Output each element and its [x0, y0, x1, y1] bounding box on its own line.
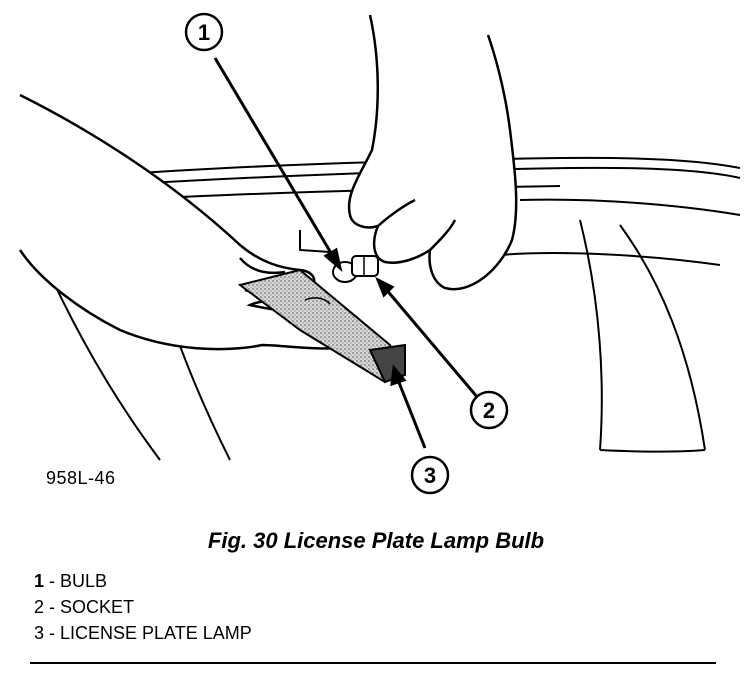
legend-label: LICENSE PLATE LAMP — [60, 623, 252, 643]
legend-item-license-plate-lamp: 3 - LICENSE PLATE LAMP — [34, 620, 252, 646]
legend-separator: - — [44, 623, 61, 643]
bottom-divider — [30, 662, 716, 664]
legend-separator: - — [44, 597, 61, 617]
leader-line-1 — [213, 57, 343, 273]
legend-item-bulb: 1 - BULB — [34, 568, 252, 594]
legend-item-socket: 2 - SOCKET — [34, 594, 252, 620]
legend-separator: - — [44, 571, 61, 591]
legend: 1 - BULB 2 - SOCKET 3 - LICENSE PLATE LA… — [34, 568, 252, 646]
callout-3: 3 — [410, 455, 450, 495]
socket — [351, 255, 379, 277]
figure-code: 958L-46 — [46, 468, 116, 488]
legend-number: 1 — [34, 571, 45, 591]
svg-text:2: 2 — [483, 398, 495, 423]
license-plate-lamp — [237, 268, 406, 384]
callout-2: 2 — [469, 390, 509, 430]
leader-line-2 — [375, 276, 480, 399]
legend-label: SOCKET — [60, 597, 135, 617]
leader-line-3 — [390, 364, 427, 449]
svg-text:3: 3 — [424, 463, 436, 488]
figure-caption: Fig. 30 License Plate Lamp Bulb — [207, 528, 545, 553]
license-plate-lamp-illustration: 1 2 3 — [18, 12, 741, 495]
right-hand — [347, 14, 518, 291]
legend-number: 2 — [34, 597, 45, 617]
legend-number: 3 — [34, 623, 45, 643]
callout-1: 1 — [184, 12, 224, 52]
legend-label: BULB — [60, 571, 108, 591]
svg-text:1: 1 — [198, 20, 210, 45]
